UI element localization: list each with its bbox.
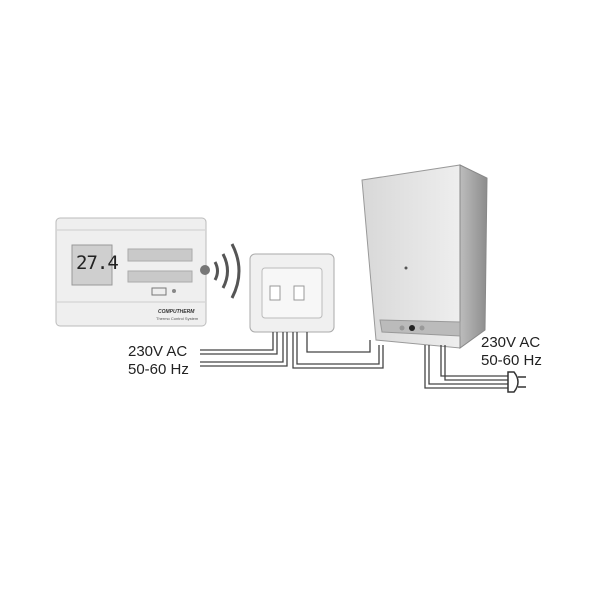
lcd-screen <box>71 244 113 286</box>
boiler <box>361 164 488 349</box>
wireless-signal-icon <box>213 243 241 299</box>
receiver-switch-left <box>269 285 281 301</box>
receiver <box>249 253 335 333</box>
receiver-voltage-label: 230V AC <box>128 343 188 360</box>
down-button <box>127 270 193 283</box>
thermostat-display: 27.4 <box>76 252 119 274</box>
mode-switch <box>151 287 167 296</box>
up-button <box>127 248 193 262</box>
transmitter-dot <box>200 265 210 275</box>
thermostat-brand: COMPUTHERM <box>158 309 195 315</box>
wires <box>200 332 508 389</box>
plug-icon <box>507 371 526 393</box>
receiver-switch-right <box>293 285 305 301</box>
boiler-frequency-label: 50-60 Hz <box>481 352 542 369</box>
thermostat <box>55 217 210 327</box>
thermostat-tagline: Thermo Control System <box>156 316 199 321</box>
boiler-voltage-label: 230V AC <box>481 334 541 351</box>
receiver-frequency-label: 50-60 Hz <box>128 361 189 378</box>
